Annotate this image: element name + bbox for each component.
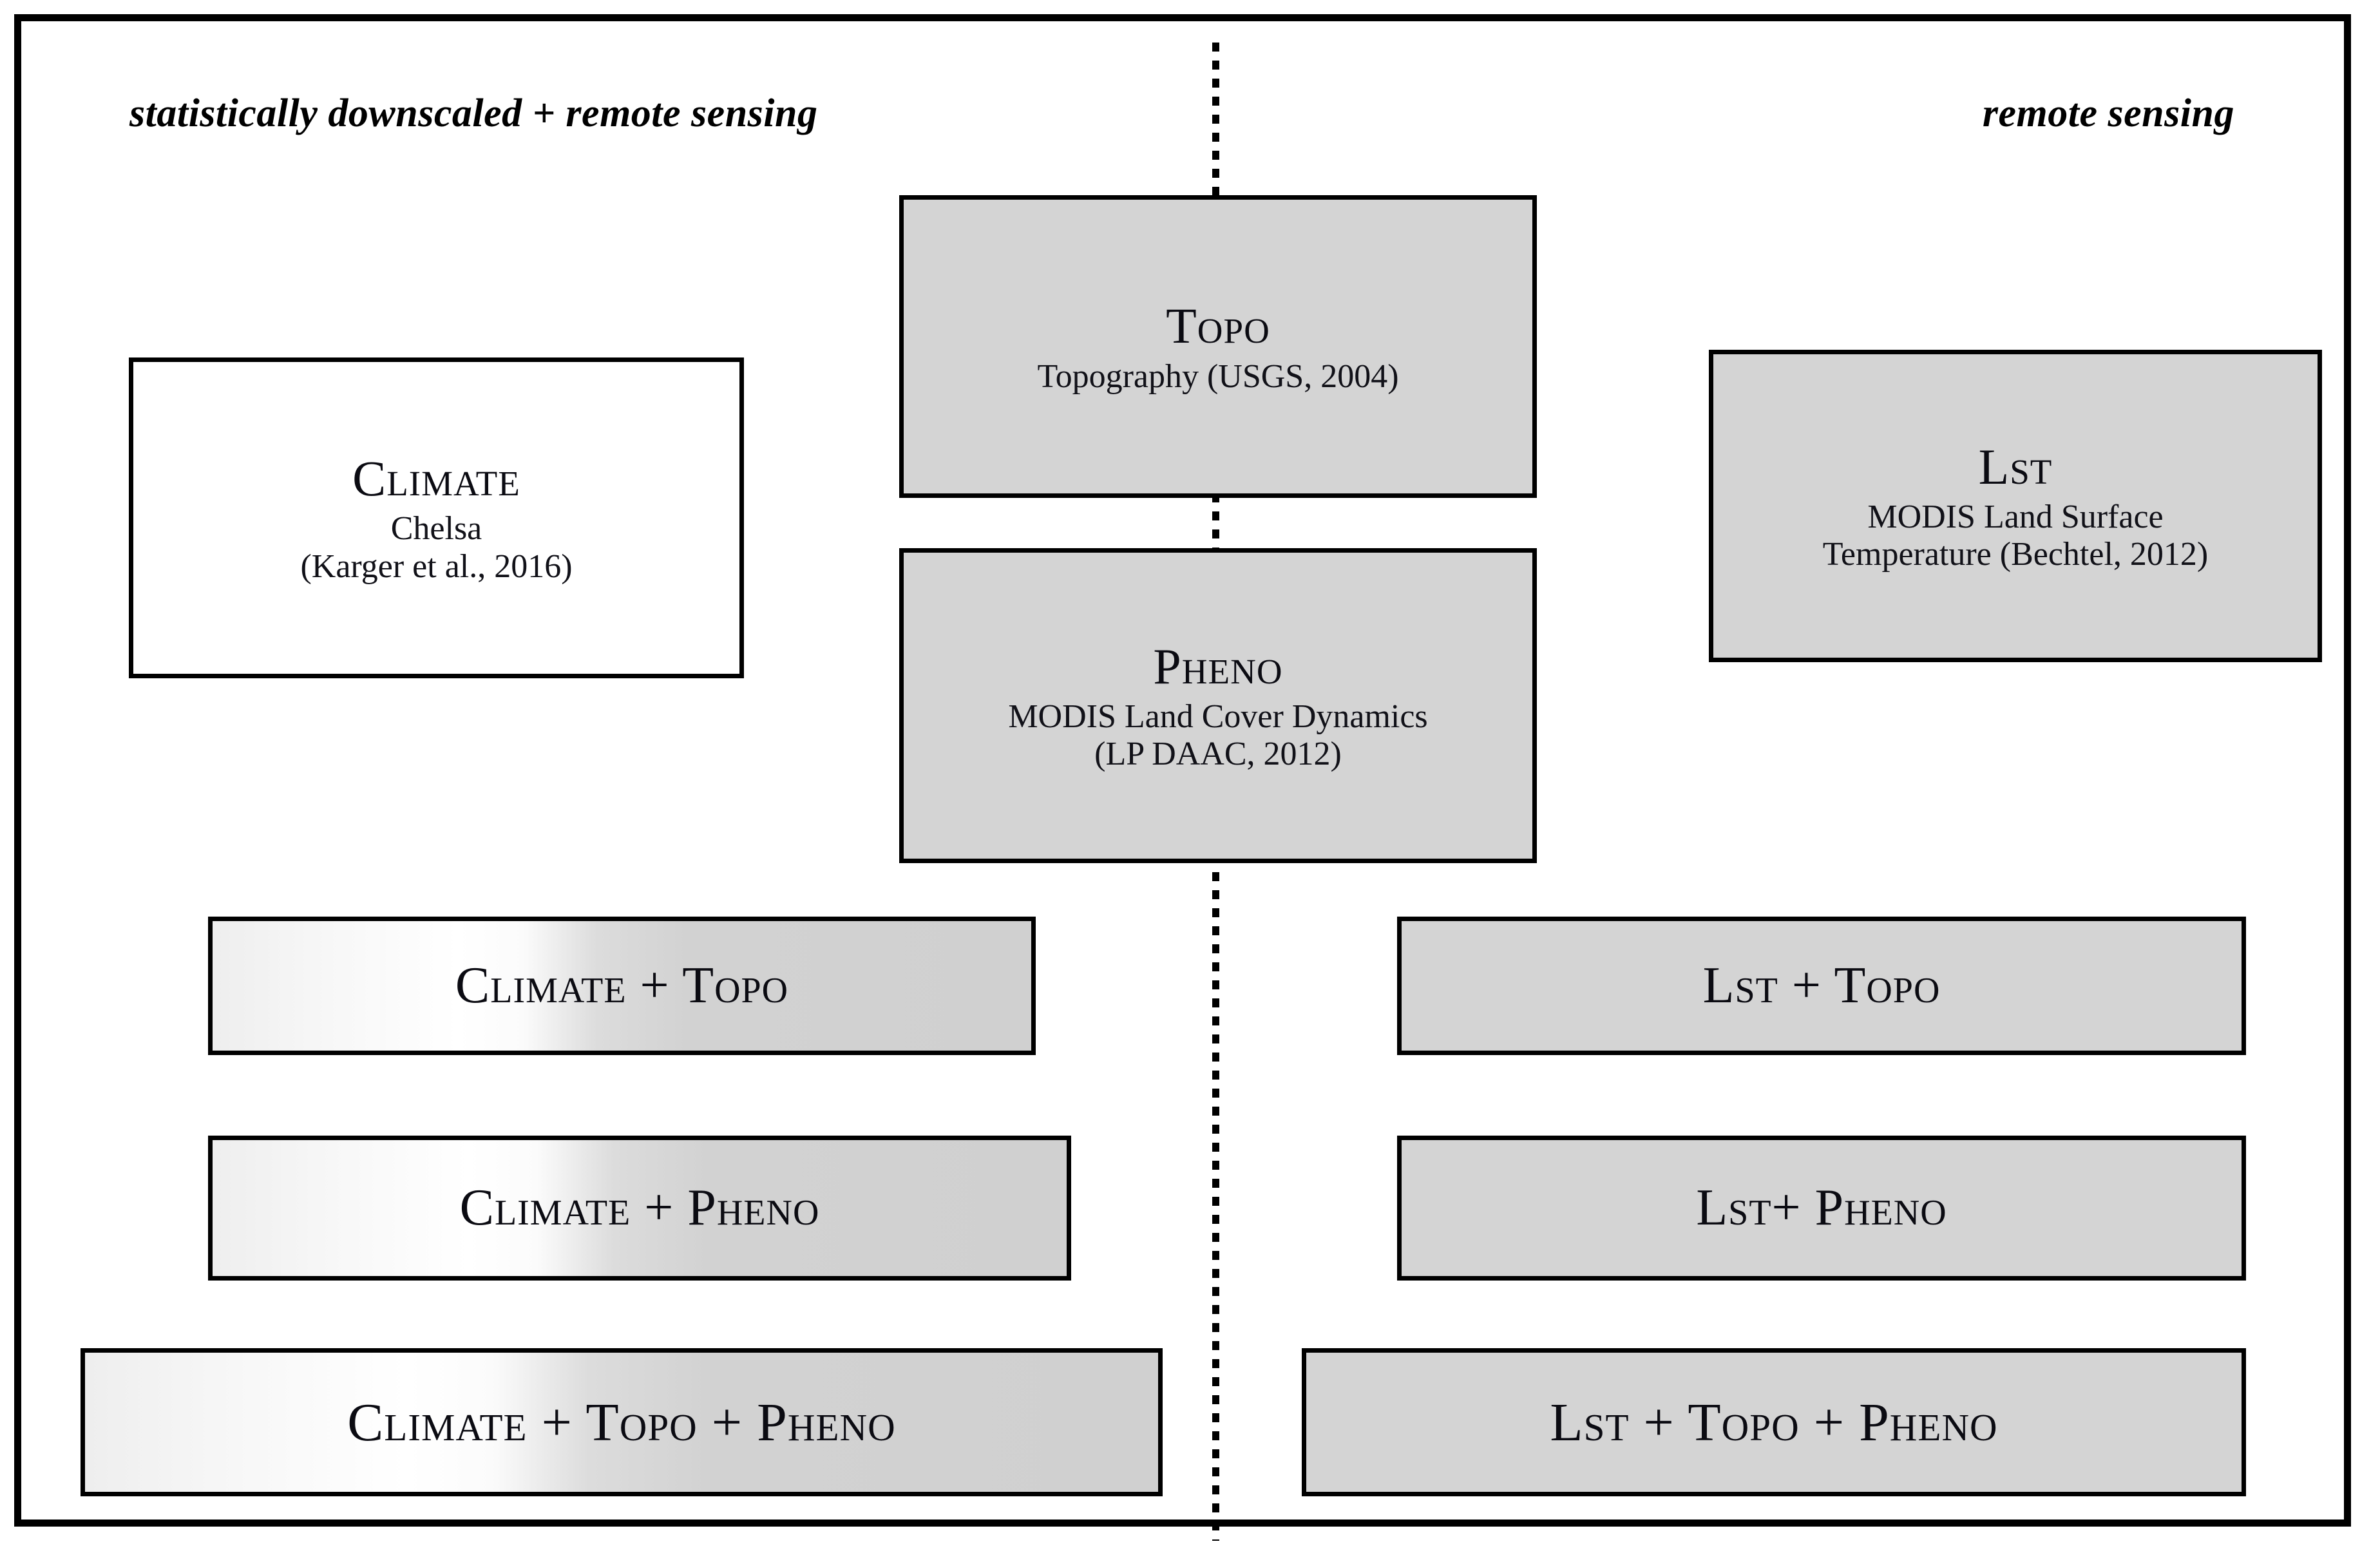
predictor-box-topo[interactable]: Topo Topography (USGS, 2004)	[899, 195, 1537, 498]
predictor-title-lst: Lst	[1978, 438, 2053, 495]
predictor-box-lst[interactable]: Lst MODIS Land Surface Temperature (Bech…	[1709, 350, 2322, 662]
predictor-title-pheno: Pheno	[1153, 638, 1283, 694]
combination-label-lst-pheno: Lst+ Pheno	[1696, 1179, 1947, 1236]
combination-bar-lst-topo-pheno[interactable]: Lst + Topo + Pheno	[1302, 1348, 2246, 1496]
predictor-subtitle-climate-line2: (Karger et al., 2016)	[300, 548, 573, 585]
combination-bar-lst-pheno[interactable]: Lst+ Pheno	[1397, 1136, 2246, 1281]
header-left-label: statistically downscaled + remote sensin…	[129, 91, 818, 135]
predictor-subtitle-pheno-line1: MODIS Land Cover Dynamics	[1008, 698, 1428, 735]
predictor-subtitle-pheno-line2: (LP DAAC, 2012)	[1094, 736, 1342, 773]
combination-label-climate-topo: Climate + Topo	[455, 957, 789, 1014]
predictor-subtitle-topo-line1: Topography (USGS, 2004)	[1037, 357, 1399, 395]
predictor-title-climate: Climate	[352, 450, 520, 507]
outer-frame: statistically downscaled + remote sensin…	[14, 14, 2351, 1541]
combination-label-lst-topo: Lst + Topo	[1702, 957, 1941, 1014]
header-right-label: remote sensing	[1982, 91, 2234, 135]
combination-bar-climate-topo-pheno[interactable]: Climate + Topo + Pheno	[81, 1348, 1163, 1496]
predictor-title-topo: Topo	[1166, 298, 1270, 354]
combination-bar-lst-topo[interactable]: Lst + Topo	[1397, 917, 2246, 1055]
predictor-subtitle-lst-line2: Temperature (Bechtel, 2012)	[1822, 536, 2209, 573]
predictor-box-climate[interactable]: Climate Chelsa (Karger et al., 2016)	[129, 357, 744, 678]
predictor-subtitle-lst-line1: MODIS Land Surface	[1867, 498, 2164, 535]
combination-bar-climate-topo[interactable]: Climate + Topo	[208, 917, 1036, 1055]
combination-bar-climate-pheno[interactable]: Climate + Pheno	[208, 1136, 1071, 1281]
combination-label-climate-topo-pheno: Climate + Topo + Pheno	[347, 1392, 896, 1453]
combination-label-lst-topo-pheno: Lst + Topo + Pheno	[1550, 1392, 1998, 1453]
predictor-box-pheno[interactable]: Pheno MODIS Land Cover Dynamics (LP DAAC…	[899, 548, 1537, 863]
combination-label-climate-pheno: Climate + Pheno	[459, 1179, 820, 1236]
predictor-subtitle-climate-line1: Chelsa	[390, 510, 482, 548]
